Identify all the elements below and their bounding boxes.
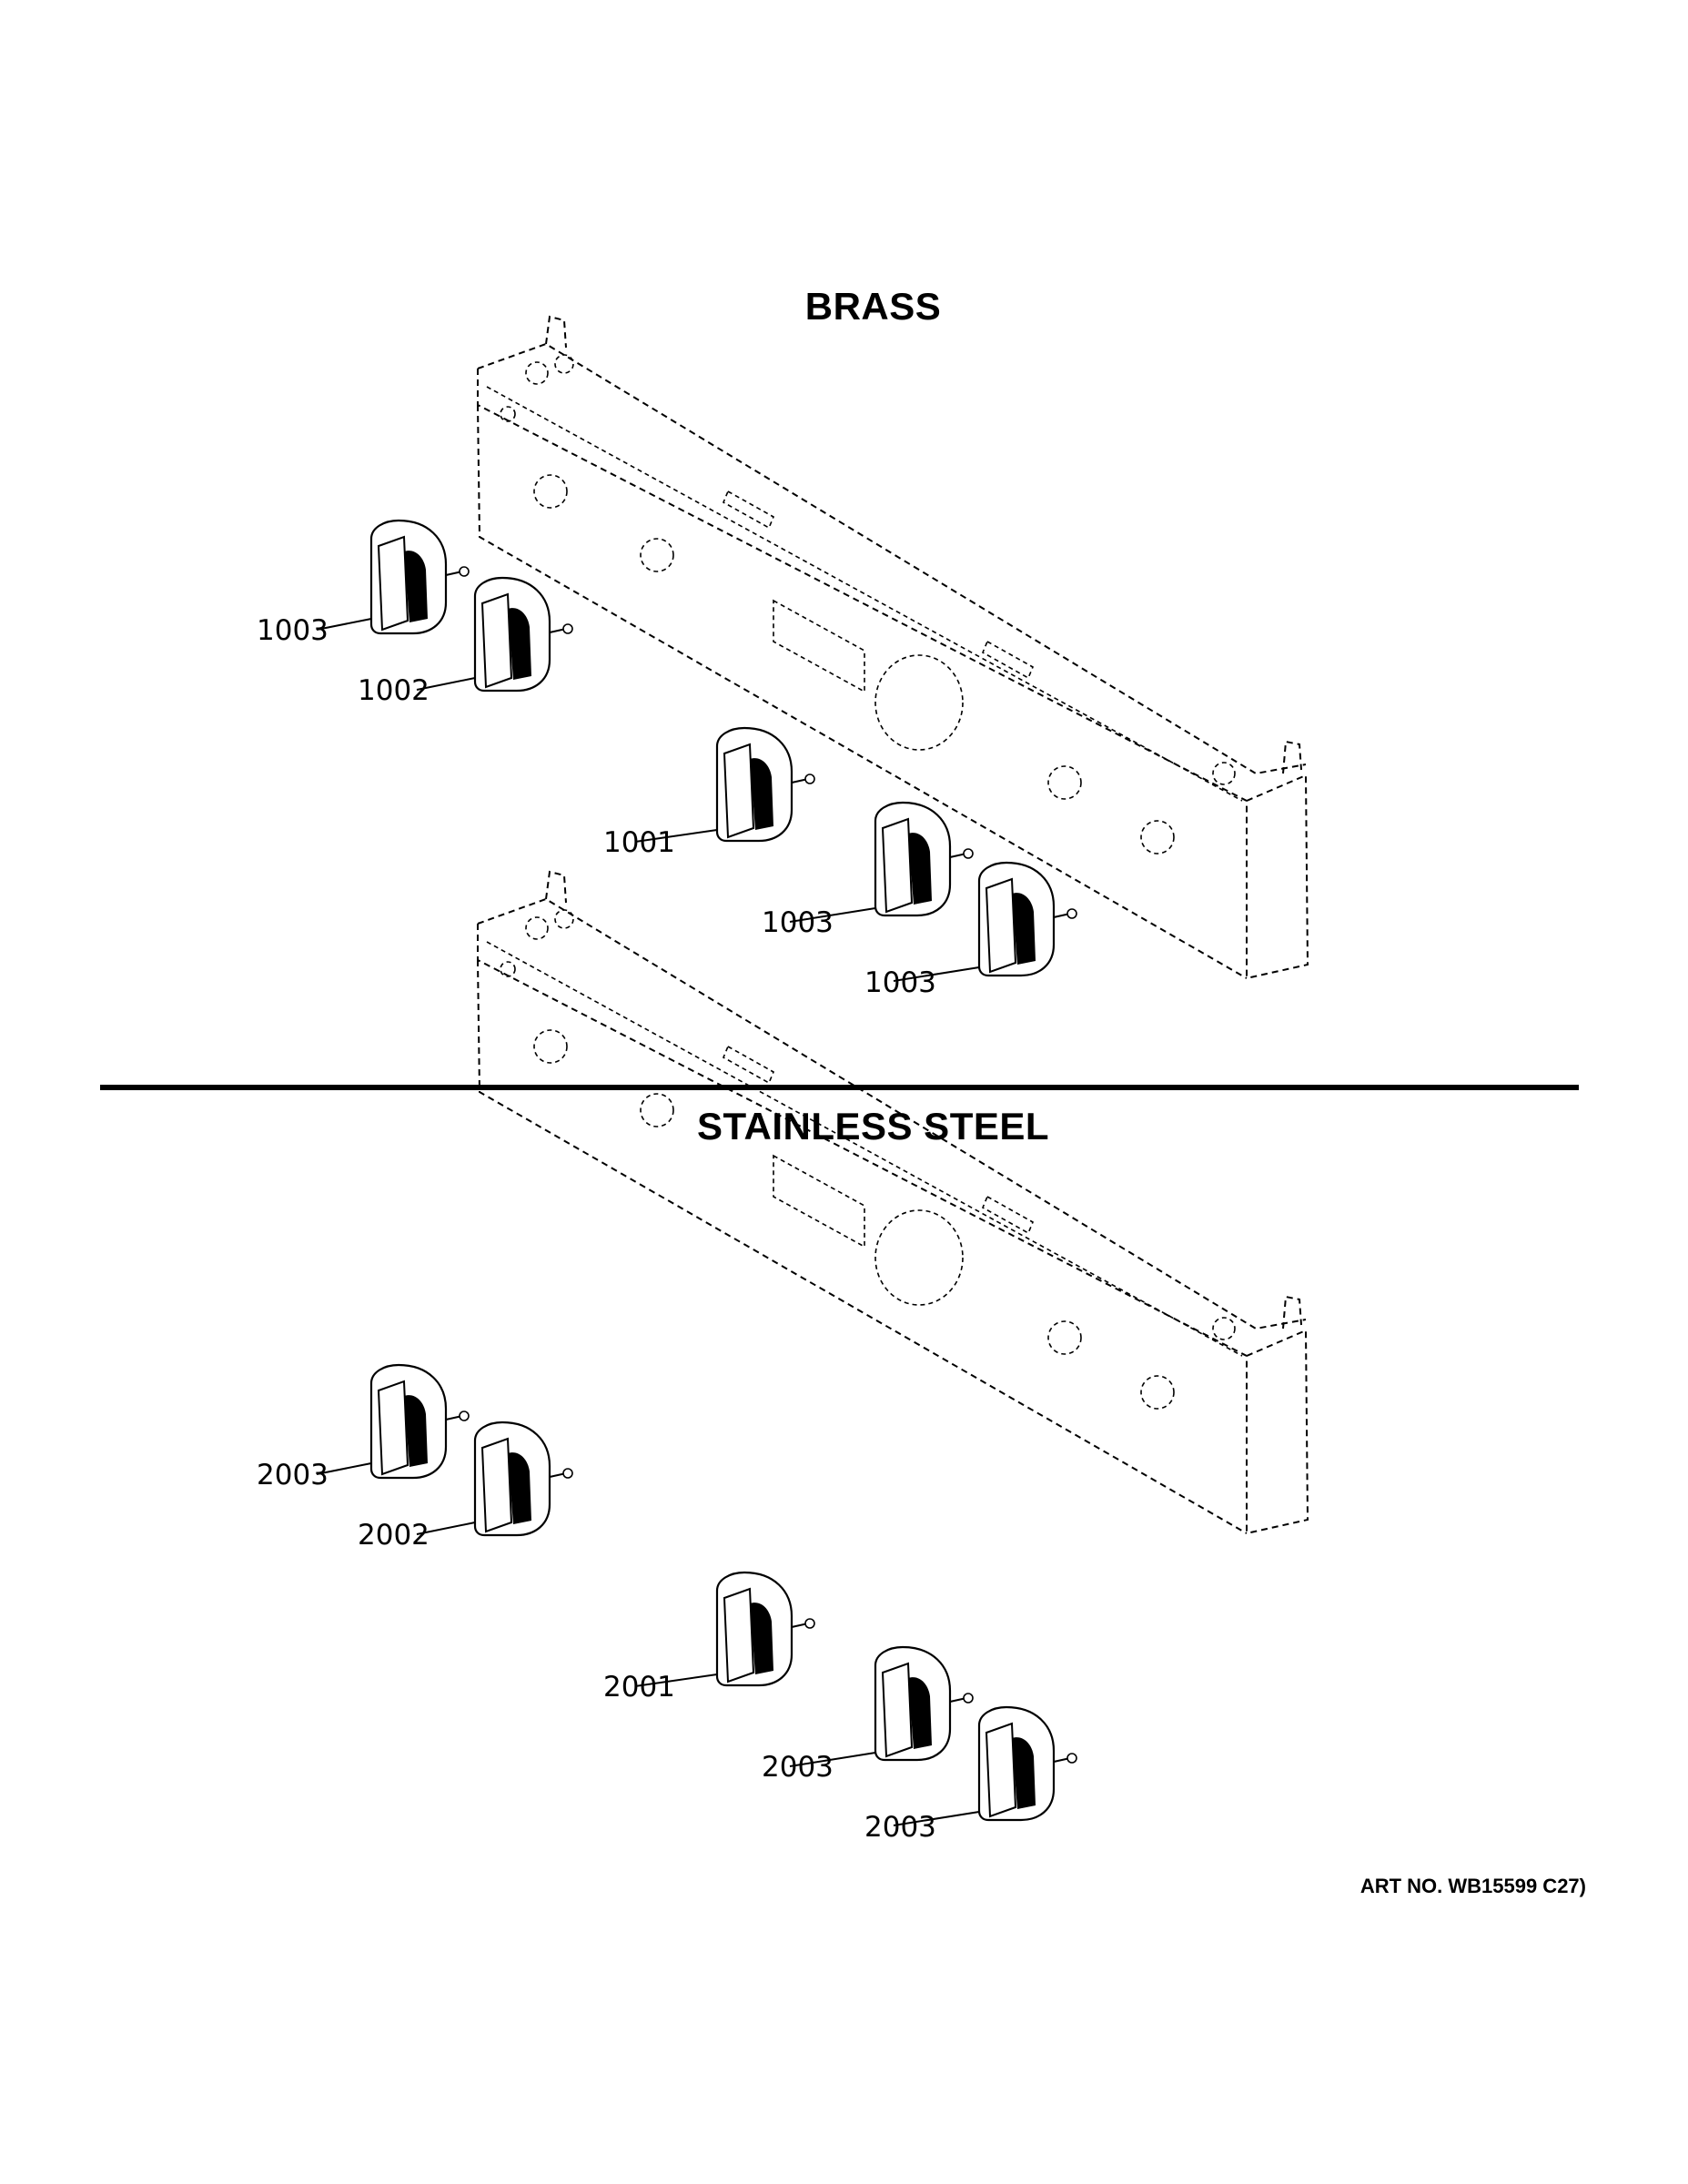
knob-1003-middle [874,801,975,917]
callout-label: 1003 [257,614,329,647]
callout-label: 2002 [358,1519,430,1552]
callout-label: 1001 [603,826,675,859]
section-title-stainless-steel: STAINLESS STEEL [696,1105,1050,1148]
leader-2002 [416,1522,476,1535]
leader-1002 [416,677,476,691]
leader-2003-b [789,1752,876,1767]
knob-2002 [473,1421,574,1537]
knob-2001 [715,1571,816,1687]
leader-1003-b [789,907,876,923]
callout-label: 1003 [762,906,834,939]
leader-2003-a [316,1462,372,1475]
art-number: ART NO. WB15599 C27) [1359,1875,1586,1897]
leader-1003-c [893,966,980,982]
leader-2003-c [893,1811,980,1826]
callout-label: 1003 [864,966,936,999]
knob-2003-middle [874,1645,975,1762]
knob-1003-top-left [369,519,470,635]
knob-2003-top-left [369,1363,470,1480]
knob-1002 [473,576,574,693]
knob-1003-right [977,861,1078,977]
section-divider [100,1085,1579,1090]
section-title-brass: BRASS [804,285,942,328]
leader-2001 [634,1673,718,1687]
callout-label: 1002 [358,674,430,707]
callout-label: 2001 [603,1671,675,1704]
callout-label: 2003 [864,1811,936,1844]
leader-1003-a [316,618,372,631]
knob-1001 [715,726,816,843]
leader-1001 [634,829,718,843]
callout-label: 2003 [257,1459,329,1491]
knob-2003-right [977,1705,1078,1822]
callout-label: 2003 [762,1751,834,1784]
